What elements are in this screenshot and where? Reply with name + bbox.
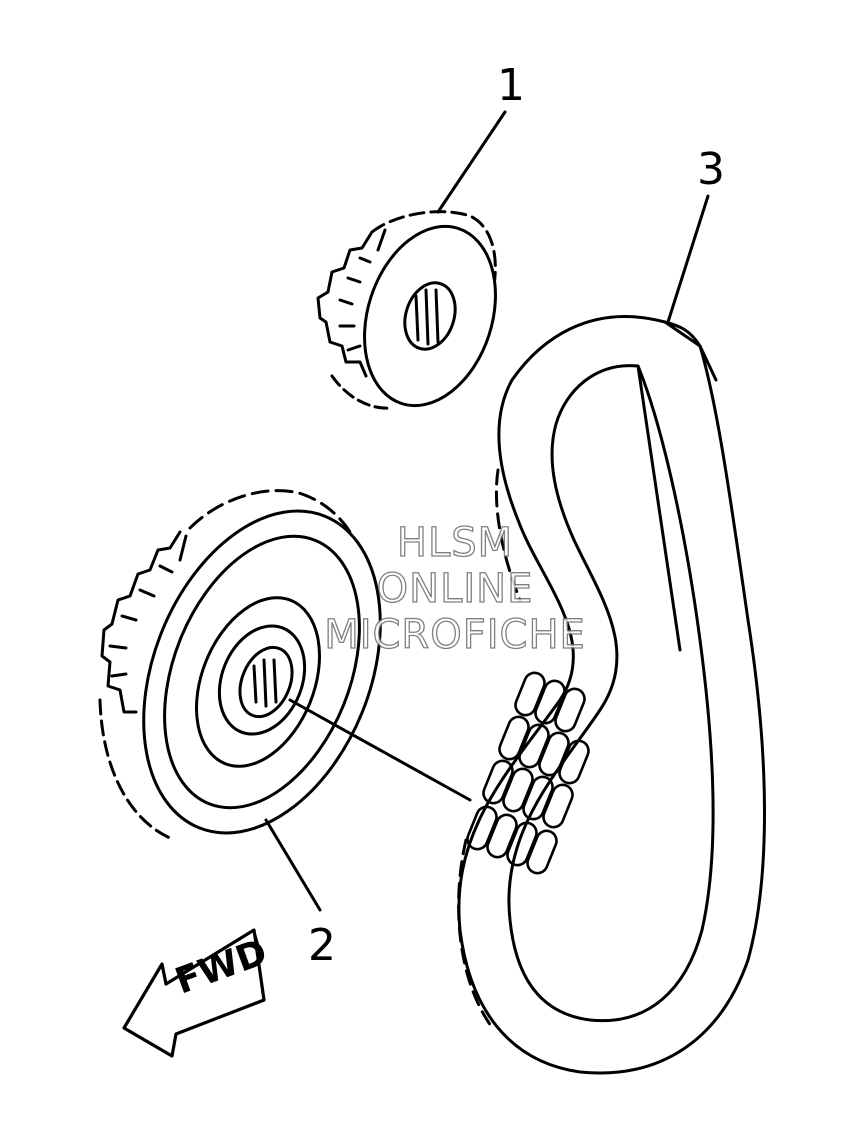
chain-links [466,671,590,875]
watermark-line-1: HLSM [396,519,514,566]
callout-label-2: 2 [308,920,336,971]
leader-line-3 [666,194,710,324]
fwd-arrow-icon [122,928,266,1058]
leader-line-chain [288,698,472,802]
drive-chain [457,315,766,1075]
small-sprocket [316,210,497,410]
watermark: HLSM ONLINE MICROFICHE [300,519,610,658]
watermark-line-3: MICROFICHE [324,611,586,658]
large-sprocket [98,489,382,840]
leader-line-1 [436,110,507,214]
callout-label-3: 3 [697,144,725,195]
watermark-line-2: ONLINE [376,565,534,612]
callout-label-1: 1 [497,60,525,111]
leader-line-2 [264,818,322,912]
